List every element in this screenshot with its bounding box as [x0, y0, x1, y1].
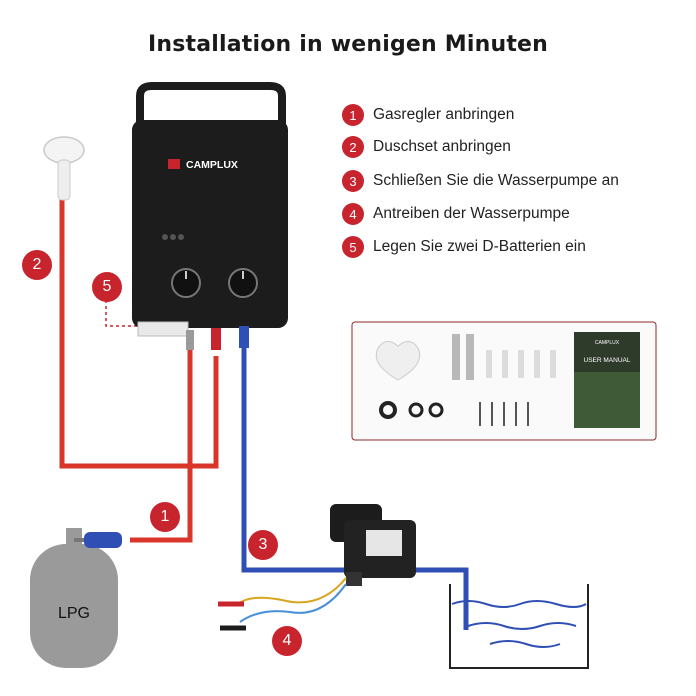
step-number: 5 [342, 236, 364, 258]
camplux-logo-icon [168, 159, 180, 169]
badge-pump: 3 [248, 530, 278, 560]
water-heater [132, 120, 288, 328]
water-wave-2 [467, 622, 577, 630]
user-manual-label: USER MANUAL [584, 357, 631, 364]
step-label: Legen Sie zwei D-Batterien ein [373, 238, 586, 255]
hot-water-connector [211, 328, 221, 350]
step-number: 3 [342, 170, 364, 192]
step-label: Schließen Sie die Wasserpumpe an [373, 172, 619, 189]
user-manual-cover-image [574, 372, 640, 428]
water-container [449, 584, 589, 669]
water-wave-3 [489, 640, 561, 648]
screws [479, 402, 529, 426]
step-number: 1 [342, 104, 364, 126]
step-label: Antreiben der Wasserpumpe [373, 205, 570, 222]
gas-connector [186, 330, 194, 350]
step-5: 5 Legen Sie zwei D-Batterien ein [342, 235, 586, 259]
step-label: Gasregler anbringen [373, 106, 515, 123]
pump-wire [237, 577, 347, 605]
gas-regulator [74, 532, 122, 548]
washers [379, 401, 444, 419]
dowels [486, 350, 556, 378]
knob-left [171, 268, 201, 298]
wall-anchors [452, 334, 474, 380]
badge-battery: 5 [92, 272, 122, 302]
badge-gas: 1 [150, 502, 180, 532]
page-title: Installation in wenigen Minuten [147, 32, 549, 57]
lpg-tank [30, 528, 118, 668]
badge-shower: 2 [22, 250, 52, 280]
heater-brand: CAMPLUX [186, 159, 238, 171]
knob-right [228, 268, 258, 298]
water-pump [330, 504, 416, 586]
step-number: 2 [342, 136, 364, 158]
shower-head [43, 136, 85, 201]
step-3: 3 Schließen Sie die Wasserpumpe an [342, 169, 619, 193]
user-manual-brand: CAMPLUX [595, 340, 620, 346]
shower-hose [59, 180, 219, 469]
heater-handle [136, 82, 286, 126]
pump-wire-2 [239, 583, 347, 623]
step-number: 4 [342, 203, 364, 225]
cold-water-connector [239, 326, 249, 348]
battery-pointer [105, 300, 138, 327]
battery-compartment [137, 321, 189, 337]
badge-power: 4 [272, 626, 302, 656]
gas-hose [130, 350, 193, 543]
shower-holder [375, 341, 421, 381]
tank-label: LPG [58, 605, 90, 622]
step-2: 2 Duschset anbringen [342, 135, 511, 159]
step-1: 1 Gasregler anbringen [342, 103, 514, 127]
step-4: 4 Antreiben der Wasserpumpe [342, 202, 570, 226]
water-wave-1 [451, 600, 587, 608]
indicator-lights [162, 234, 184, 240]
step-label: Duschset anbringen [373, 138, 511, 155]
